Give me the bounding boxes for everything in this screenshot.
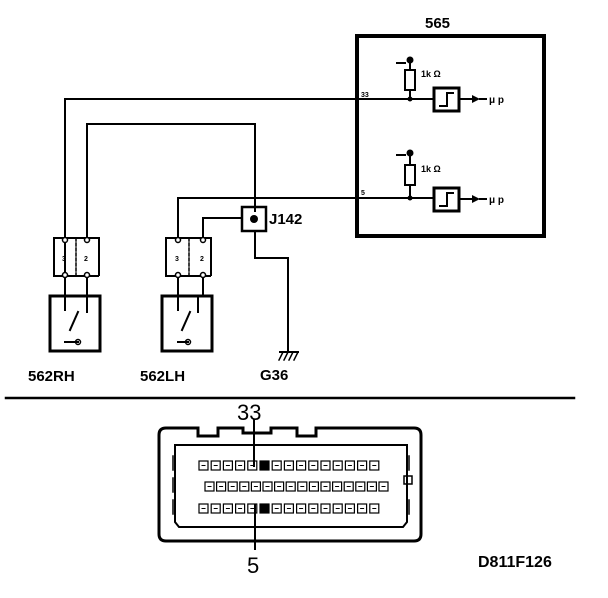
switch-lh: [160, 277, 214, 353]
pin-33-label: 33: [361, 92, 369, 99]
pin-5-label: 5: [361, 190, 365, 197]
rh-pin2-wire: [86, 123, 256, 239]
pin-33-wire: [64, 98, 435, 276]
connector-pin-grid: [198, 460, 389, 514]
connector-face: [157, 426, 423, 543]
ecu-box: [355, 34, 546, 238]
figure-code: D811F126: [478, 554, 552, 571]
switch-rh: [48, 277, 102, 353]
connector-callout-5: 5: [247, 553, 259, 578]
ground-wire: [254, 231, 289, 353]
junction-dot-top: [407, 96, 413, 102]
pullup-resistor-top: [396, 62, 416, 100]
connector-rh-pin-2: 2: [84, 256, 88, 263]
junction-j142-dot: [250, 215, 258, 223]
schmitt-symbol-bottom: [439, 192, 454, 207]
pullup-resistor-bottom: [396, 154, 416, 199]
switch-rh-label: 562RH: [28, 368, 75, 385]
connector-callout-33: 33: [237, 400, 261, 425]
resistor-label-top: 1k Ω: [421, 69, 441, 79]
supply-dot-bottom: [406, 149, 414, 157]
lh-pin2-wire: [202, 217, 243, 239]
output-arrow-bottom: [472, 195, 480, 203]
connector-rh: [53, 236, 100, 279]
junction-j142: [240, 205, 268, 233]
connector-rh-pin-3: 3: [62, 256, 66, 263]
connector-lh: [165, 236, 212, 279]
pin-5-wire: [177, 197, 435, 239]
connector-lh-pin-3: 3: [175, 256, 179, 263]
output-label-top: μ p: [489, 95, 504, 106]
junction-dot-bottom: [407, 195, 413, 201]
ecu-label: 565: [425, 15, 450, 32]
output-arrow-top: [472, 95, 480, 103]
output-label-bottom: μ p: [489, 195, 504, 206]
junction-label: J142: [269, 211, 302, 228]
resistor-label-bottom: 1k Ω: [421, 164, 441, 174]
schmitt-symbol-top: [439, 92, 454, 107]
ground-label: G36: [260, 367, 288, 384]
supply-dot-top: [406, 56, 414, 64]
ground-symbol: [277, 350, 300, 362]
switch-lh-label: 562LH: [140, 368, 185, 385]
connector-lh-pin-2: 2: [200, 256, 204, 263]
